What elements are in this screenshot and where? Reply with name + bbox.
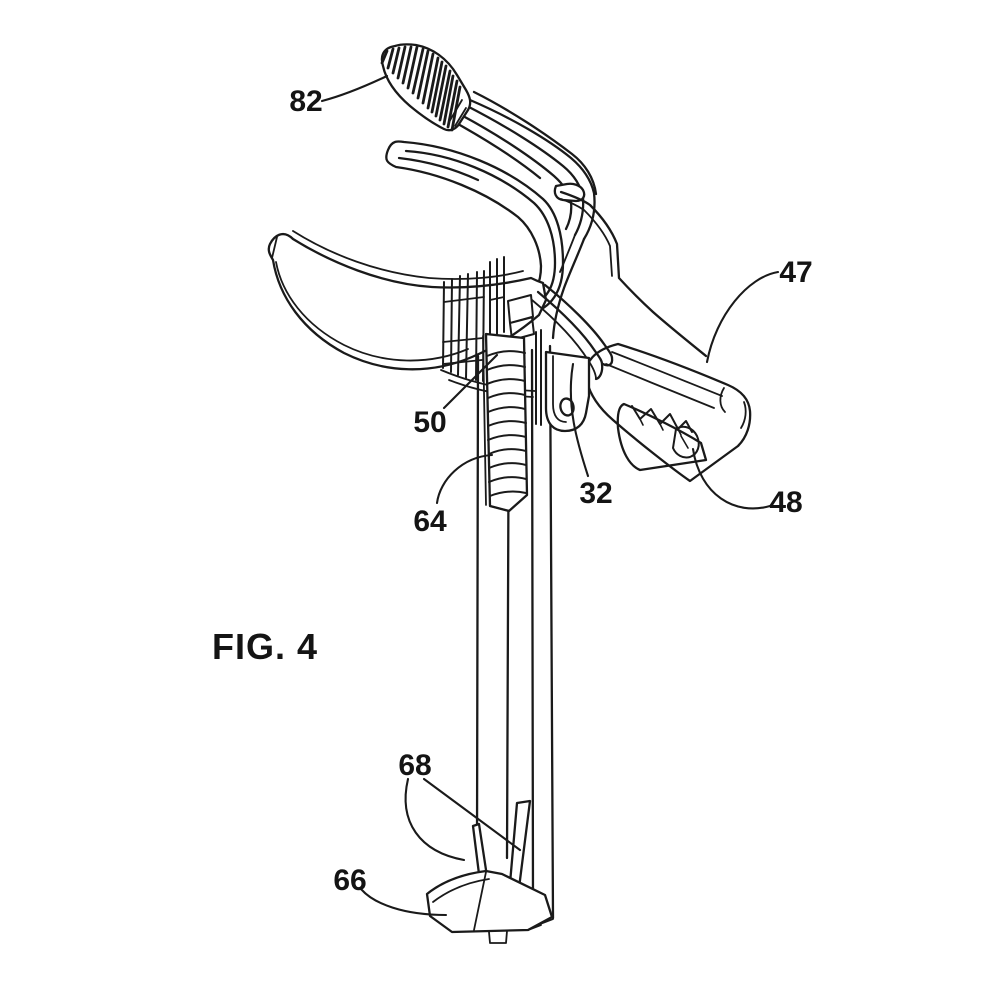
foot-tab — [489, 931, 507, 943]
ref-label-32: 32 — [579, 477, 612, 510]
pivot-boss — [555, 184, 584, 201]
ref-label-82: 82 — [289, 85, 322, 118]
leader-68-straight — [424, 779, 520, 850]
thumb-lever-arm — [458, 92, 596, 239]
leader-47 — [707, 272, 778, 362]
clamp-pads — [508, 295, 534, 340]
ratchet-bar-48 — [632, 406, 699, 458]
ref-label-47: 47 — [779, 256, 812, 289]
leader-32 — [571, 364, 588, 476]
foot-66 — [427, 871, 552, 943]
leader-66 — [361, 889, 446, 915]
upper-jaw — [386, 141, 563, 313]
ref-label-50: 50 — [413, 406, 446, 439]
ref-label-66: 66 — [333, 864, 366, 897]
ref-label-68: 68 — [398, 749, 431, 782]
ref-label-64: 64 — [413, 505, 447, 538]
leader-50 — [444, 355, 497, 408]
handle-end-slot — [720, 388, 725, 412]
leader-lines — [322, 76, 778, 915]
ratchet-rack-64 — [483, 334, 527, 511]
leader-48 — [693, 449, 770, 508]
figure-caption: FIG. 4 — [212, 626, 318, 667]
ref-label-48: 48 — [769, 486, 802, 519]
body-plate — [553, 192, 706, 356]
leader-64 — [437, 455, 492, 503]
thumb-pad-82 — [382, 44, 470, 130]
leader-68-curved — [406, 779, 464, 860]
thumb-pad-ribs — [382, 47, 460, 130]
rack-teeth — [487, 351, 526, 496]
leader-82 — [322, 76, 387, 101]
pivot-hole — [559, 397, 575, 416]
pivot-ear — [536, 330, 589, 431]
handle-47 — [586, 344, 750, 481]
